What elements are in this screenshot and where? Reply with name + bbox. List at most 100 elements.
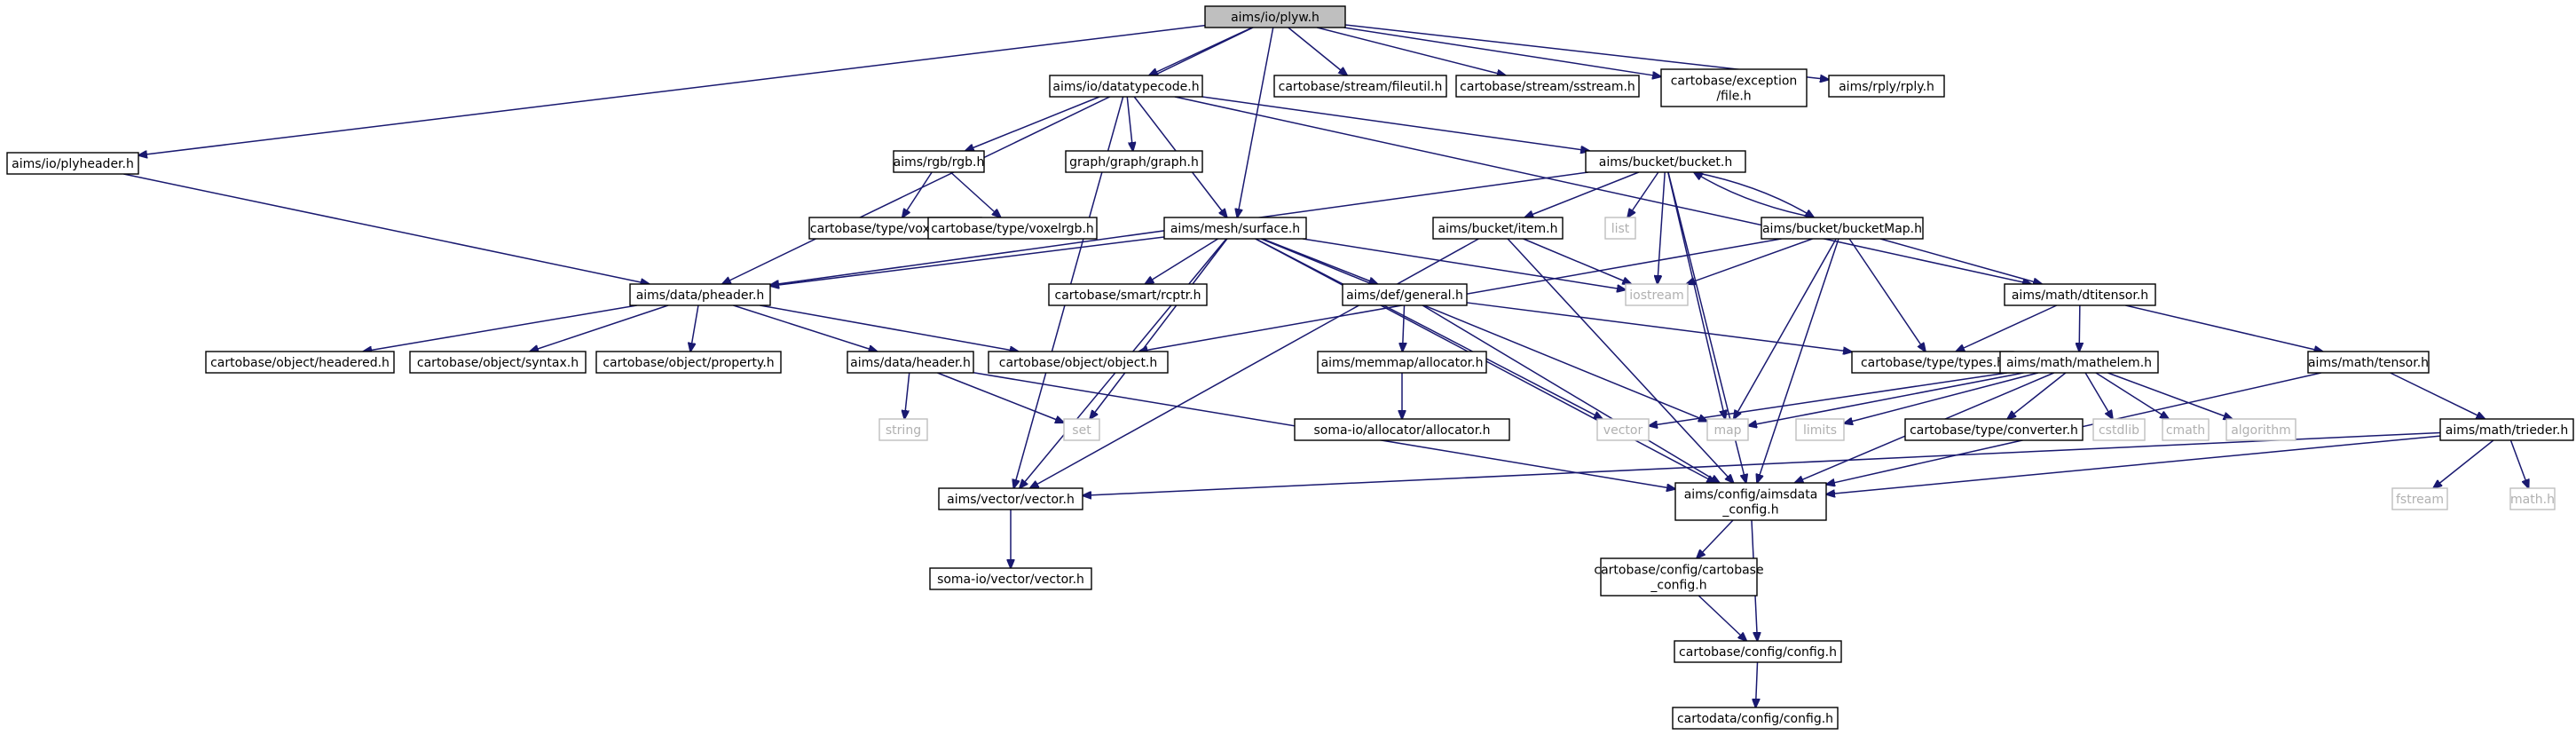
node-label: graph/graph/graph.h bbox=[1069, 155, 1199, 170]
edge-dtitensor-to-tensor bbox=[2125, 304, 2322, 352]
node-label: list bbox=[1611, 222, 1630, 236]
node-box bbox=[1596, 418, 1650, 441]
edge-bucketmap-to-dtitensor bbox=[1879, 238, 2042, 284]
edge-bucket-to-aimsdataconfig bbox=[1667, 171, 1746, 483]
node-object[interactable]: cartobase/object/object.h bbox=[988, 351, 1169, 374]
node-config[interactable]: cartobase/config/config.h bbox=[1674, 640, 1842, 663]
node-box bbox=[1604, 217, 1636, 240]
node-types[interactable]: cartobase/type/types.h bbox=[1851, 351, 2014, 374]
node-label: _config.h bbox=[1650, 579, 1706, 593]
node-label: soma-io/allocator/allocator.h bbox=[1313, 423, 1490, 438]
node-syntax[interactable]: cartobase/object/syntax.h bbox=[409, 351, 587, 374]
node-surface[interactable]: aims/mesh/surface.h bbox=[1163, 217, 1307, 240]
node-graph[interactable]: graph/graph/graph.h bbox=[1065, 150, 1203, 173]
edge-bucketmap-to-aimsdataconfig bbox=[1757, 238, 1839, 483]
node-pheader[interactable]: aims/data/pheader.h bbox=[629, 283, 771, 306]
node-general[interactable]: aims/def/general.h bbox=[1342, 283, 1468, 306]
node-aimsdataconfig[interactable]: aims/config/aimsdata_config.h bbox=[1674, 482, 1827, 521]
node-cartodataconfig[interactable]: cartodata/config/config.h bbox=[1672, 707, 1839, 730]
node-label: map bbox=[1713, 423, 1741, 438]
node-bucket[interactable]: aims/bucket/bucket.h bbox=[1585, 150, 1746, 173]
node-label: aims/bucket/bucket.h bbox=[1599, 155, 1733, 170]
node-label: aims/io/datatypecode.h bbox=[1052, 80, 1199, 94]
node-plyw[interactable]: aims/io/plyw.h bbox=[1204, 5, 1346, 28]
edge-mathelem-to-cmath bbox=[2095, 372, 2169, 419]
node-plyheader[interactable]: aims/io/plyheader.h bbox=[6, 152, 139, 175]
edge-mathelem-to-algorithm bbox=[2107, 372, 2232, 419]
node-rcptr[interactable]: cartobase/smart/rcptr.h bbox=[1048, 283, 1208, 306]
node-headered[interactable]: cartobase/object/headered.h bbox=[205, 351, 395, 374]
node-voxelrgb[interactable]: cartobase/type/voxelrgb.h bbox=[927, 217, 1098, 240]
node-box bbox=[1851, 351, 2014, 374]
node-box bbox=[205, 351, 395, 374]
node-dheader[interactable]: aims/data/header.h bbox=[847, 351, 974, 374]
edge-bucket-to-list bbox=[1627, 171, 1659, 217]
node-label: limits bbox=[1803, 423, 1837, 438]
edge-plyw-to-fileutil bbox=[1288, 27, 1347, 75]
node-rply[interactable]: aims/rply/rply.h bbox=[1828, 75, 1945, 98]
node-set: set bbox=[1063, 418, 1100, 441]
node-label: aims/rgb/rgb.h bbox=[894, 155, 985, 170]
node-sstream[interactable]: cartobase/stream/sstream.h bbox=[1455, 75, 1640, 98]
node-label: cartobase/type/voxelrgb.h bbox=[931, 222, 1094, 236]
node-property[interactable]: cartobase/object/property.h bbox=[595, 351, 782, 374]
node-box bbox=[1674, 482, 1827, 521]
node-label: aims/rply/rply.h bbox=[1839, 80, 1934, 94]
node-box bbox=[1585, 150, 1746, 173]
node-exfile[interactable]: cartobase/exception/file.h bbox=[1660, 68, 1808, 107]
edge-datatypecode-to-bucket bbox=[1201, 96, 1589, 151]
node-cstdlib: cstdlib bbox=[2092, 418, 2146, 441]
node-rgb[interactable]: aims/rgb/rgb.h bbox=[893, 150, 985, 173]
edge-tensor-to-trieder bbox=[2390, 372, 2485, 419]
node-label: fstream bbox=[2396, 493, 2444, 507]
node-item[interactable]: aims/bucket/item.h bbox=[1432, 217, 1564, 240]
edge-bucket-to-iostream bbox=[1658, 171, 1666, 284]
node-trieder[interactable]: aims/math/trieder.h bbox=[2439, 418, 2574, 441]
node-mathelem[interactable]: aims/math/mathelem.h bbox=[1999, 351, 2159, 374]
edge-cartobaseconfig-to-config bbox=[1698, 595, 1746, 641]
node-label: aims/bucket/bucketMap.h bbox=[1762, 222, 1922, 236]
node-tensor[interactable]: aims/math/tensor.h bbox=[2307, 351, 2430, 374]
node-converter[interactable]: cartobase/type/converter.h bbox=[1904, 418, 2084, 441]
node-cartobaseconfig[interactable]: cartobase/config/cartobase_config.h bbox=[1594, 557, 1764, 597]
node-fileutil[interactable]: cartobase/stream/fileutil.h bbox=[1273, 75, 1447, 98]
edge-pheader-to-dheader bbox=[733, 304, 877, 352]
edge-general-to-allocator bbox=[1402, 304, 1404, 352]
edge-trieder-to-aimsvector bbox=[1083, 431, 2441, 495]
edge-datatypecode-to-dtitensor bbox=[1174, 96, 2031, 284]
node-allocator[interactable]: aims/memmap/allocator.h bbox=[1317, 351, 1487, 374]
node-label: cartobase/object/syntax.h bbox=[417, 356, 579, 370]
node-box bbox=[2439, 418, 2574, 441]
node-box bbox=[595, 351, 782, 374]
node-box bbox=[1625, 283, 1689, 306]
edge-bucket-to-bucketmap bbox=[1693, 171, 1814, 217]
edge-plyw-to-surface bbox=[1237, 27, 1274, 217]
node-bucketmap[interactable]: aims/bucket/bucketMap.h bbox=[1761, 217, 1924, 240]
edge-pheader-to-syntax bbox=[530, 304, 669, 352]
node-box bbox=[1432, 217, 1564, 240]
node-box bbox=[2092, 418, 2146, 441]
node-label: aims/math/mathelem.h bbox=[2006, 356, 2152, 370]
node-label: aims/data/pheader.h bbox=[636, 288, 765, 303]
node-label: set bbox=[1072, 423, 1091, 438]
node-aimsvector[interactable]: aims/vector/vector.h bbox=[938, 487, 1083, 510]
node-box bbox=[1065, 150, 1203, 173]
node-box bbox=[1048, 283, 1208, 306]
node-box bbox=[1999, 351, 2159, 374]
node-dtitensor[interactable]: aims/math/dtitensor.h bbox=[2004, 283, 2156, 306]
node-label: cartobase/stream/fileutil.h bbox=[1279, 80, 1443, 94]
node-box bbox=[1600, 557, 1758, 597]
node-label: math.h bbox=[2510, 493, 2555, 507]
node-label: aims/config/aimsdata bbox=[1684, 488, 1818, 502]
node-box bbox=[878, 418, 928, 441]
node-datatypecode[interactable]: aims/io/datatypecode.h bbox=[1049, 75, 1203, 98]
edge-pheader-to-property bbox=[690, 304, 699, 352]
node-somaalloc[interactable]: soma-io/allocator/allocator.h bbox=[1294, 418, 1510, 441]
edge-bucket-to-map bbox=[1667, 171, 1725, 419]
node-somavector[interactable]: soma-io/vector/vector.h bbox=[929, 567, 1092, 590]
edge-item-to-aimsdataconfig bbox=[1507, 238, 1733, 483]
node-box bbox=[1674, 640, 1842, 663]
node-box bbox=[2509, 487, 2556, 510]
node-label: aims/data/header.h bbox=[850, 356, 971, 370]
edge-surface-to-set bbox=[1090, 238, 1228, 419]
